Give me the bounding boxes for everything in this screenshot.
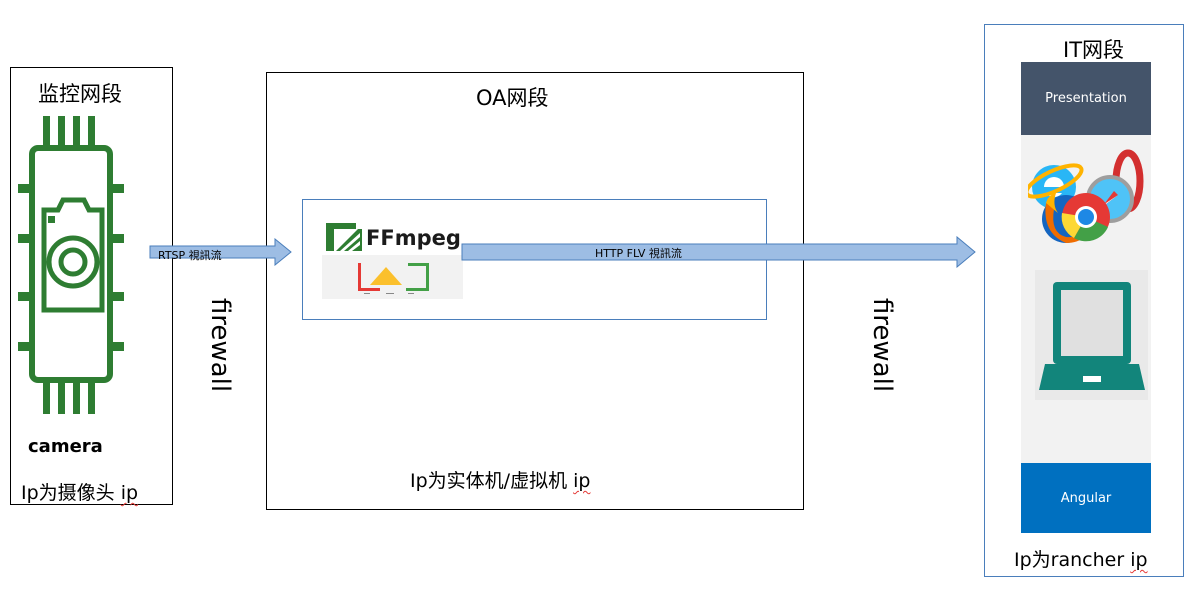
presentation-label: Presentation (1045, 91, 1127, 106)
browser-icons (1024, 143, 1144, 255)
ffmpeg-icon (326, 223, 362, 251)
camera-chip-icon (18, 112, 128, 422)
it-ip-prefix: Ip为rancher (1014, 549, 1131, 571)
monitor-ip-suffix: ip (120, 482, 139, 504)
ffmpeg-thumbnail (322, 255, 463, 299)
laptop-icon (1035, 270, 1148, 400)
firewall-right-label: firewall (867, 297, 897, 393)
rtsp-flow-label: RTSP 視訊流 (158, 249, 222, 262)
angular-label: Angular (1060, 490, 1112, 506)
ffmpeg-logo: FFmpeg (322, 221, 463, 299)
angular-layer: Angular (1021, 463, 1151, 533)
oa-ip-prefix: Ip为实体机/虚拟机 (410, 470, 574, 492)
oa-ip-suffix: ip (573, 470, 591, 492)
oa-zone-ip-note: Ip为实体机/虚拟机 ip (410, 466, 590, 493)
presentation-layer: Presentation (1021, 62, 1151, 135)
oa-zone-title: OA网段 (476, 86, 549, 110)
it-zone-title: IT网段 (1063, 38, 1125, 62)
it-ip-suffix: ip (1130, 549, 1148, 571)
monitor-zone-ip-note: Ip为摄像头 ip (21, 478, 138, 505)
firewall-left-label: firewall (205, 297, 235, 393)
camera-label: camera (28, 436, 103, 457)
rtsp-arrow (149, 237, 293, 270)
http-flv-arrow (461, 235, 977, 272)
it-zone-ip-note: Ip为rancher ip (1014, 545, 1148, 572)
monitor-ip-prefix: Ip为摄像头 (21, 482, 121, 504)
http-flv-flow-label: HTTP FLV 視訊流 (595, 247, 682, 260)
monitor-zone-title: 监控网段 (38, 82, 122, 106)
ffmpeg-label: FFmpeg (366, 226, 461, 250)
